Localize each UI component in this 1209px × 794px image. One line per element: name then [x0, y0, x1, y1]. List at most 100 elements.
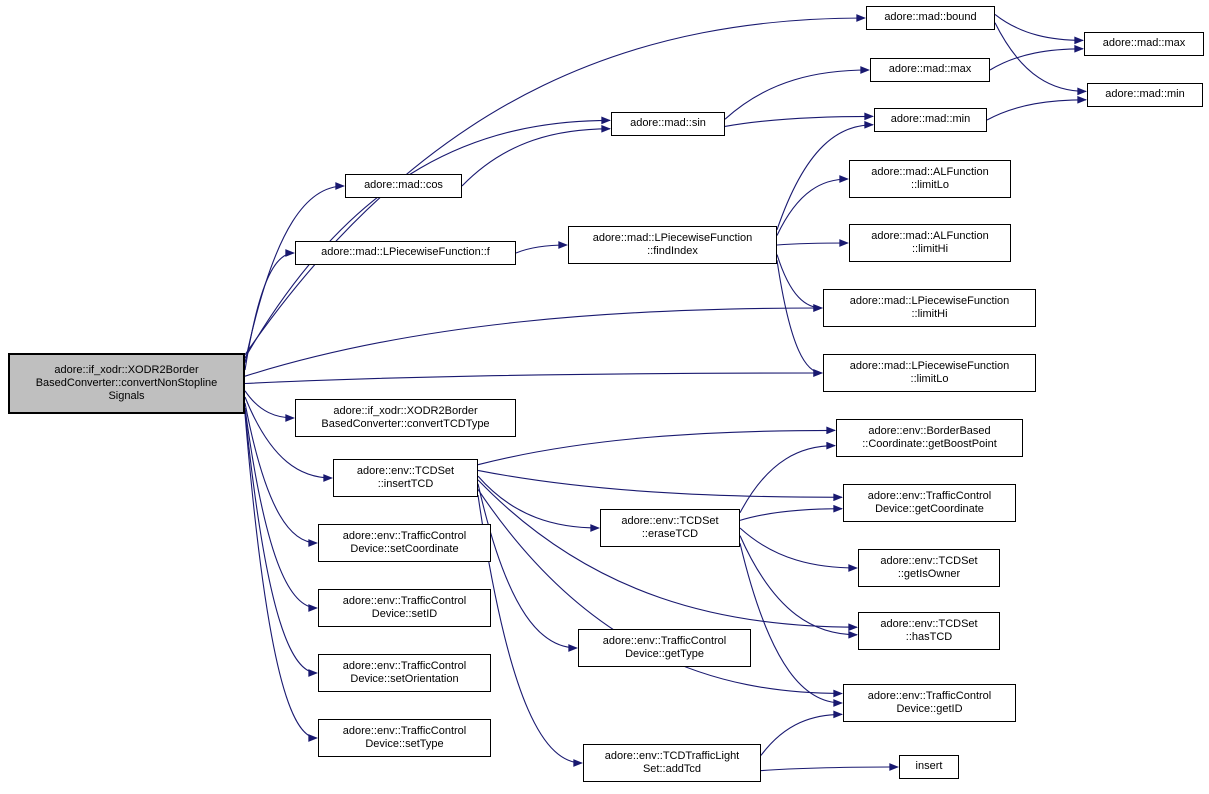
- node-label-line: adore::mad::sin: [630, 117, 706, 130]
- graph-node-insert[interactable]: insert: [899, 755, 959, 779]
- node-label-line: Set::addTcd: [642, 763, 702, 775]
- node-label-line: ::getIsOwner: [897, 568, 961, 580]
- node-label-line: adore::env::TCDTrafficLight: [604, 749, 740, 762]
- node-label-line: adore::mad::min: [890, 113, 971, 126]
- call-edge-convertNonStoplineSignals-to-setCoordinate: [244, 402, 318, 547]
- graph-node-getIsOwner[interactable]: adore::env::TCDSet::getIsOwner: [858, 549, 1000, 587]
- node-label-line: adore::env::BorderBased: [868, 424, 991, 437]
- call-edge-sin-to-min-mid: [724, 112, 874, 127]
- node-label-line: adore::env::TCDSet: [621, 514, 719, 527]
- node-label-line: adore::mad::LPiecewiseFunction: [849, 359, 1010, 372]
- node-label-line: ::limitHi: [911, 308, 948, 320]
- graph-node-findIndex[interactable]: adore::mad::LPiecewiseFunction::findInde…: [568, 226, 777, 264]
- graph-node-bound[interactable]: adore::mad::bound: [866, 6, 995, 30]
- graph-node-cos[interactable]: adore::mad::cos: [345, 174, 462, 198]
- node-label-line: adore::mad::LPiecewiseFunction: [849, 294, 1010, 307]
- node-label-line: ::limitLo: [910, 373, 949, 385]
- graph-node-min-mid[interactable]: adore::mad::min: [874, 108, 987, 132]
- node-label-line: Device::setType: [365, 738, 444, 750]
- node-label-line: adore::if_xodr::XODR2Border: [333, 404, 478, 417]
- graph-node-lp-limitHi[interactable]: adore::mad::LPiecewiseFunction::limitHi: [823, 289, 1036, 327]
- node-label-line: adore::mad::max: [888, 63, 972, 76]
- graph-node-hasTCD[interactable]: adore::env::TCDSet::hasTCD: [858, 612, 1000, 650]
- node-label-line: adore::env::TCDSet: [880, 617, 978, 630]
- node-label-line: Device::setID: [371, 608, 438, 620]
- call-edge-convertNonStoplineSignals-to-setType: [244, 413, 318, 742]
- call-edge-addTcd-to-getID: [760, 710, 843, 756]
- node-label-line: adore::mad::LPiecewiseFunction::f: [321, 246, 490, 259]
- node-label-line: adore::env::TrafficControl: [602, 634, 727, 647]
- node-label-line: adore::env::TrafficControl: [342, 724, 467, 737]
- node-label-line: ::eraseTCD: [641, 528, 699, 540]
- node-label-line: Device::setOrientation: [350, 673, 459, 685]
- call-edge-max-mid-to-max-right: [989, 44, 1084, 71]
- graph-node-sin[interactable]: adore::mad::sin: [611, 112, 725, 136]
- graph-node-max-mid[interactable]: adore::mad::max: [870, 58, 990, 82]
- node-label-line: adore::env::TrafficControl: [867, 689, 992, 702]
- call-edge-convertNonStoplineSignals-to-lp-limitHi: [244, 304, 823, 377]
- call-edge-eraseTCD-to-getIsOwner: [739, 527, 858, 572]
- call-edge-convertNonStoplineSignals-to-lp-limitLo: [244, 369, 823, 385]
- call-edge-insertTCD-to-addTcd: [477, 495, 583, 767]
- call-edge-insertTCD-to-getCoordinate: [477, 469, 843, 502]
- call-edge-bound-to-max-right: [994, 13, 1084, 45]
- node-label-line: BasedConverter::convertTCDType: [321, 418, 490, 430]
- node-label-line: Device::setCoordinate: [350, 543, 459, 555]
- node-label-line: ::limitLo: [911, 179, 949, 191]
- call-edge-findIndex-to-lp-limitLo: [776, 260, 823, 377]
- node-label-line: Device::getID: [896, 703, 963, 715]
- graph-node-al-limitHi[interactable]: adore::mad::ALFunction::limitHi: [849, 224, 1011, 262]
- call-edge-findIndex-to-min-mid: [776, 120, 874, 230]
- graph-node-lp-limitLo[interactable]: adore::mad::LPiecewiseFunction::limitLo: [823, 354, 1036, 392]
- call-edge-findIndex-to-al-limitLo: [776, 175, 849, 236]
- call-edge-insertTCD-to-getBoostPoint: [477, 426, 836, 466]
- graph-node-eraseTCD[interactable]: adore::env::TCDSet::eraseTCD: [600, 509, 740, 547]
- call-edge-convertNonStoplineSignals-to-sin: [244, 116, 611, 359]
- node-label-line: insert: [915, 760, 943, 773]
- call-edge-convertNonStoplineSignals-to-cos: [244, 182, 345, 363]
- call-edge-convertNonStoplineSignals-to-convertTCDType: [244, 390, 295, 422]
- call-edge-lpf-f-to-findIndex: [515, 241, 568, 254]
- node-label-line: adore::env::TrafficControl: [342, 594, 467, 607]
- node-label-line: Signals: [108, 390, 145, 403]
- node-label-line: ::Coordinate::getBoostPoint: [862, 438, 997, 450]
- call-edge-convertNonStoplineSignals-to-setOrientation: [244, 411, 318, 677]
- node-label-line: BasedConverter::convertNonStopline: [35, 376, 218, 389]
- node-label-line: adore::env::TCDSet: [880, 554, 978, 567]
- node-label-line: adore::mad::LPiecewiseFunction: [592, 231, 753, 244]
- node-label-line: adore::mad::cos: [364, 179, 443, 192]
- call-edge-insertTCD-to-eraseTCD: [477, 475, 600, 532]
- graph-node-al-limitLo[interactable]: adore::mad::ALFunction::limitLo: [849, 160, 1011, 198]
- call-edge-convertNonStoplineSignals-to-lpf-f: [244, 249, 295, 371]
- node-label-line: ::hasTCD: [905, 631, 953, 643]
- node-label-line: ::insertTCD: [377, 478, 434, 490]
- node-label-line: adore::mad::ALFunction: [871, 165, 989, 178]
- call-edge-convertNonStoplineSignals-to-insertTCD: [244, 396, 333, 482]
- graph-node-lpf-f[interactable]: adore::mad::LPiecewiseFunction::f: [295, 241, 516, 265]
- call-edge-eraseTCD-to-getBoostPoint: [739, 441, 836, 514]
- graph-node-max-right[interactable]: adore::mad::max: [1084, 32, 1204, 56]
- call-edge-insertTCD-to-getType: [477, 483, 578, 652]
- graph-node-insertTCD[interactable]: adore::env::TCDSet::insertTCD: [333, 459, 478, 497]
- node-label-line: Device::getType: [625, 648, 704, 660]
- graph-node-min-right[interactable]: adore::mad::min: [1087, 83, 1203, 107]
- call-edge-bound-to-min-right: [994, 22, 1087, 96]
- call-edge-findIndex-to-al-limitHi: [776, 239, 849, 247]
- node-label-line: adore::mad::max: [1102, 37, 1186, 50]
- node-label-line: Device::getCoordinate: [875, 503, 984, 515]
- call-edge-cos-to-sin: [461, 124, 611, 187]
- graph-node-getBoostPoint[interactable]: adore::env::BorderBased::Coordinate::get…: [836, 419, 1023, 457]
- node-label-line: adore::env::TrafficControl: [342, 529, 467, 542]
- node-label-line: ::limitHi: [911, 243, 949, 255]
